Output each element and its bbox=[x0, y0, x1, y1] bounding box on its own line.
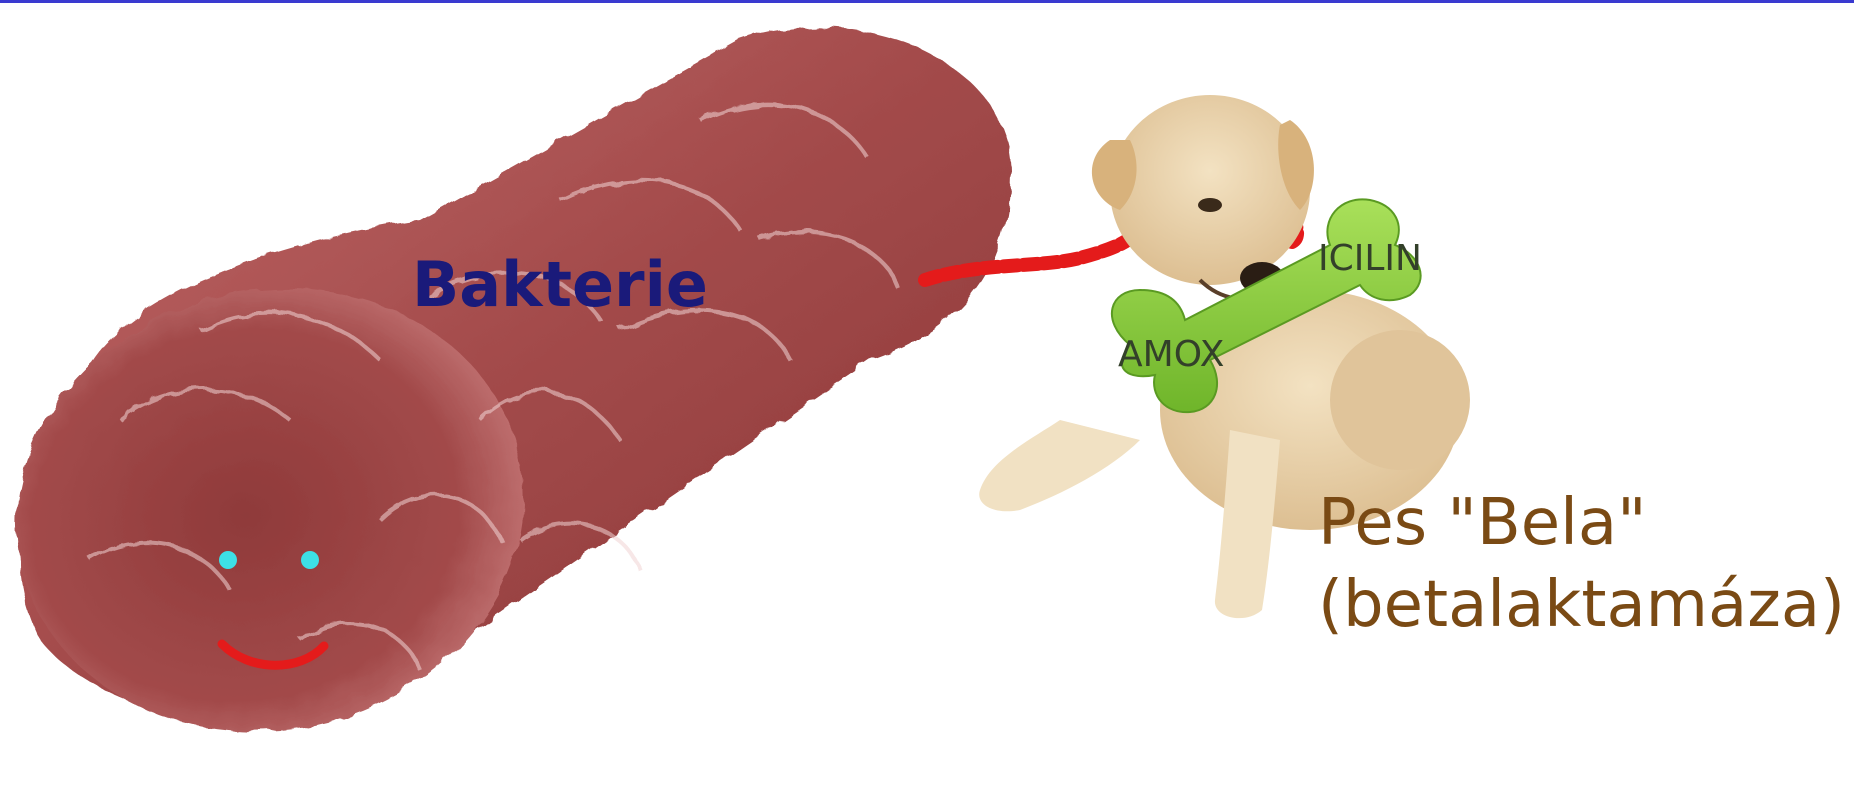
dog-caption-line2: (betalaktamáza) bbox=[1318, 564, 1845, 646]
right-eye-icon bbox=[301, 551, 319, 569]
bone-label-icilin: ICILIN bbox=[1318, 238, 1422, 279]
dog-caption: Pes "Bela" (betalaktamáza) bbox=[1318, 482, 1845, 646]
bone-label-amox: AMOX bbox=[1118, 334, 1224, 375]
left-eye-icon bbox=[219, 551, 237, 569]
dog-caption-line1: Pes "Bela" bbox=[1318, 482, 1845, 564]
bacterium bbox=[0, 28, 1010, 779]
bacterium-label: Bakterie bbox=[412, 248, 708, 321]
